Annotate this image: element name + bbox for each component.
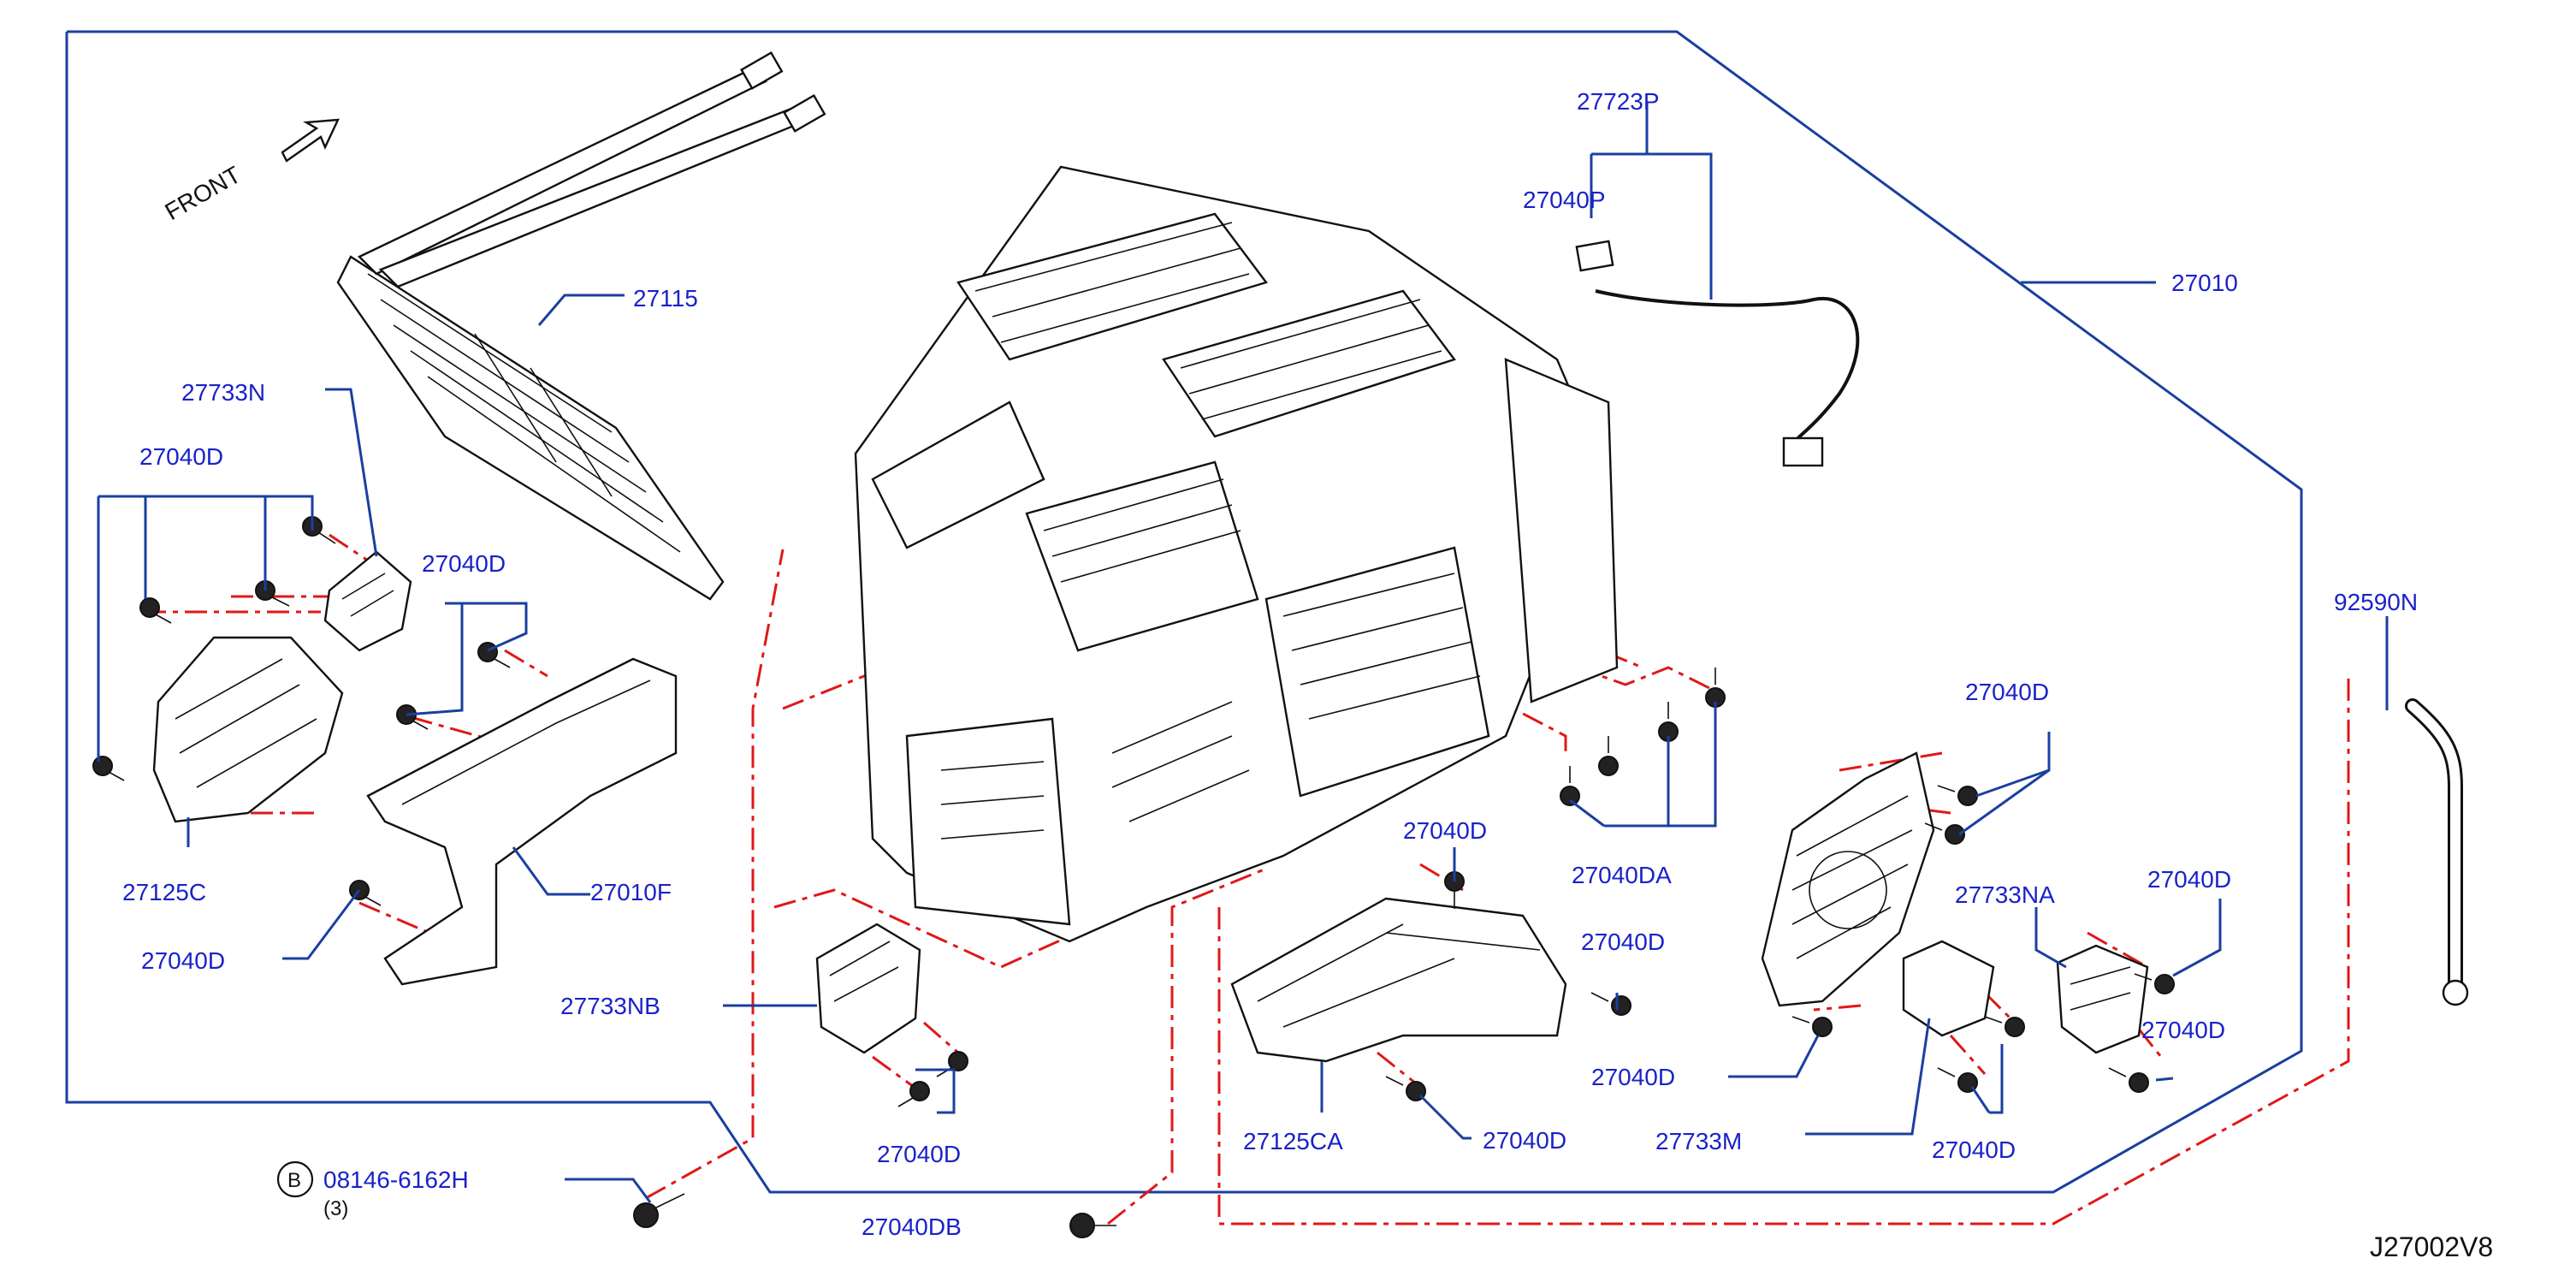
front-arrow: FRONT xyxy=(161,118,340,225)
bolt-quantity: (3) xyxy=(323,1197,348,1220)
screw-icon xyxy=(1791,1016,1833,1037)
part-label-27723P[interactable]: 27723P xyxy=(1577,88,1660,115)
screw-icon xyxy=(1590,992,1631,1016)
part-label-27040DB[interactable]: 27040DB xyxy=(862,1214,962,1240)
screw-icon xyxy=(1385,1076,1426,1101)
screw-icon xyxy=(1560,766,1580,806)
screw-icon xyxy=(1937,785,1978,806)
part-label-27040DA[interactable]: 27040DA xyxy=(1572,862,1672,888)
actuator-27733NA xyxy=(2056,944,2149,1054)
part-label-27125CA[interactable]: 27125CA xyxy=(1243,1128,1343,1154)
blue-leader-lines xyxy=(97,103,2389,1203)
part-label-27010[interactable]: 27010 xyxy=(2171,270,2238,296)
screw-icon xyxy=(1658,702,1679,742)
part-label-27040D-bottom-right[interactable]: 27040D xyxy=(1932,1136,2016,1163)
part-label-27040D-lowerleft[interactable]: 27040D xyxy=(141,947,225,974)
part-label-27040D-upper-right[interactable]: 27040D xyxy=(1965,679,2049,705)
front-label: FRONT xyxy=(161,161,246,225)
part-label-27125C[interactable]: 27125C xyxy=(122,879,206,905)
heater-core xyxy=(336,50,826,601)
duct-27010F xyxy=(366,657,678,986)
part-label-27040D-right2[interactable]: 27040D xyxy=(1591,1064,1675,1090)
part-label-27733N[interactable]: 27733N xyxy=(181,379,265,406)
screw-icon xyxy=(1924,822,1965,845)
callout-letter: B xyxy=(287,1169,301,1192)
screw-icon xyxy=(255,580,290,607)
actuator-27733M xyxy=(1902,940,1995,1037)
part-label-27040D-far-right2[interactable]: 27040D xyxy=(2141,1017,2225,1043)
part-label-27040D-far-right1[interactable]: 27040D xyxy=(2147,866,2231,893)
part-label-92590N[interactable]: 92590N xyxy=(2334,589,2418,615)
blower-scroll xyxy=(1761,751,1935,1007)
part-label-27010F[interactable]: 27010F xyxy=(590,879,672,905)
cover-27125C xyxy=(152,636,344,823)
wiring-harness xyxy=(1575,240,1860,467)
part-label-27040D-bottom-center[interactable]: 27040D xyxy=(1483,1127,1566,1154)
bolt-part-number[interactable]: 08146-6162H xyxy=(323,1166,469,1193)
screw-icon xyxy=(302,516,336,544)
actuator-27733NB xyxy=(815,923,921,1054)
part-label-27115[interactable]: 27115 xyxy=(633,285,698,312)
bolt-icon xyxy=(633,1193,685,1228)
callout-circle xyxy=(276,1160,314,1198)
part-label-27040D-under-nb[interactable]: 27040D xyxy=(877,1141,961,1167)
screw-icon xyxy=(2134,973,2175,994)
screw-icon xyxy=(92,756,125,781)
actuator-27733N xyxy=(323,550,412,652)
screw-icon xyxy=(349,880,382,906)
screw-icon xyxy=(2108,1067,2149,1093)
screw-icon xyxy=(897,1081,930,1107)
bolt-icon xyxy=(1069,1213,1116,1238)
assembly-boundary-line xyxy=(65,30,2303,1194)
part-label-27040D-right1[interactable]: 27040D xyxy=(1581,929,1665,955)
screw-icon xyxy=(1598,736,1619,776)
part-label-27040D-center[interactable]: 27040D xyxy=(1403,817,1487,844)
screw-icon xyxy=(1937,1067,1978,1093)
screw-icon xyxy=(396,704,429,730)
diagram-code: J27002V8 xyxy=(2370,1231,2493,1262)
part-label-27733NB[interactable]: 27733NB xyxy=(560,993,660,1019)
part-label-27040D-mid[interactable]: 27040D xyxy=(422,550,506,577)
part-label-27733NA[interactable]: 27733NA xyxy=(1955,881,2055,908)
part-label-27040D-topleft[interactable]: 27040D xyxy=(139,443,223,470)
cover-27125CA xyxy=(1230,897,1567,1063)
screw-icon xyxy=(139,597,172,624)
screw-icon xyxy=(1984,1016,2025,1037)
drain-hose-92590N xyxy=(2405,698,2469,1006)
screw-icon xyxy=(936,1051,968,1077)
part-label-27040P[interactable]: 27040P xyxy=(1523,187,1606,213)
screws xyxy=(92,516,2175,1238)
hvac-unit-body xyxy=(854,165,1619,943)
bolt-callout[interactable]: B 08146-6162H (3) xyxy=(276,1160,469,1220)
part-label-27733M[interactable]: 27733M xyxy=(1655,1128,1742,1154)
